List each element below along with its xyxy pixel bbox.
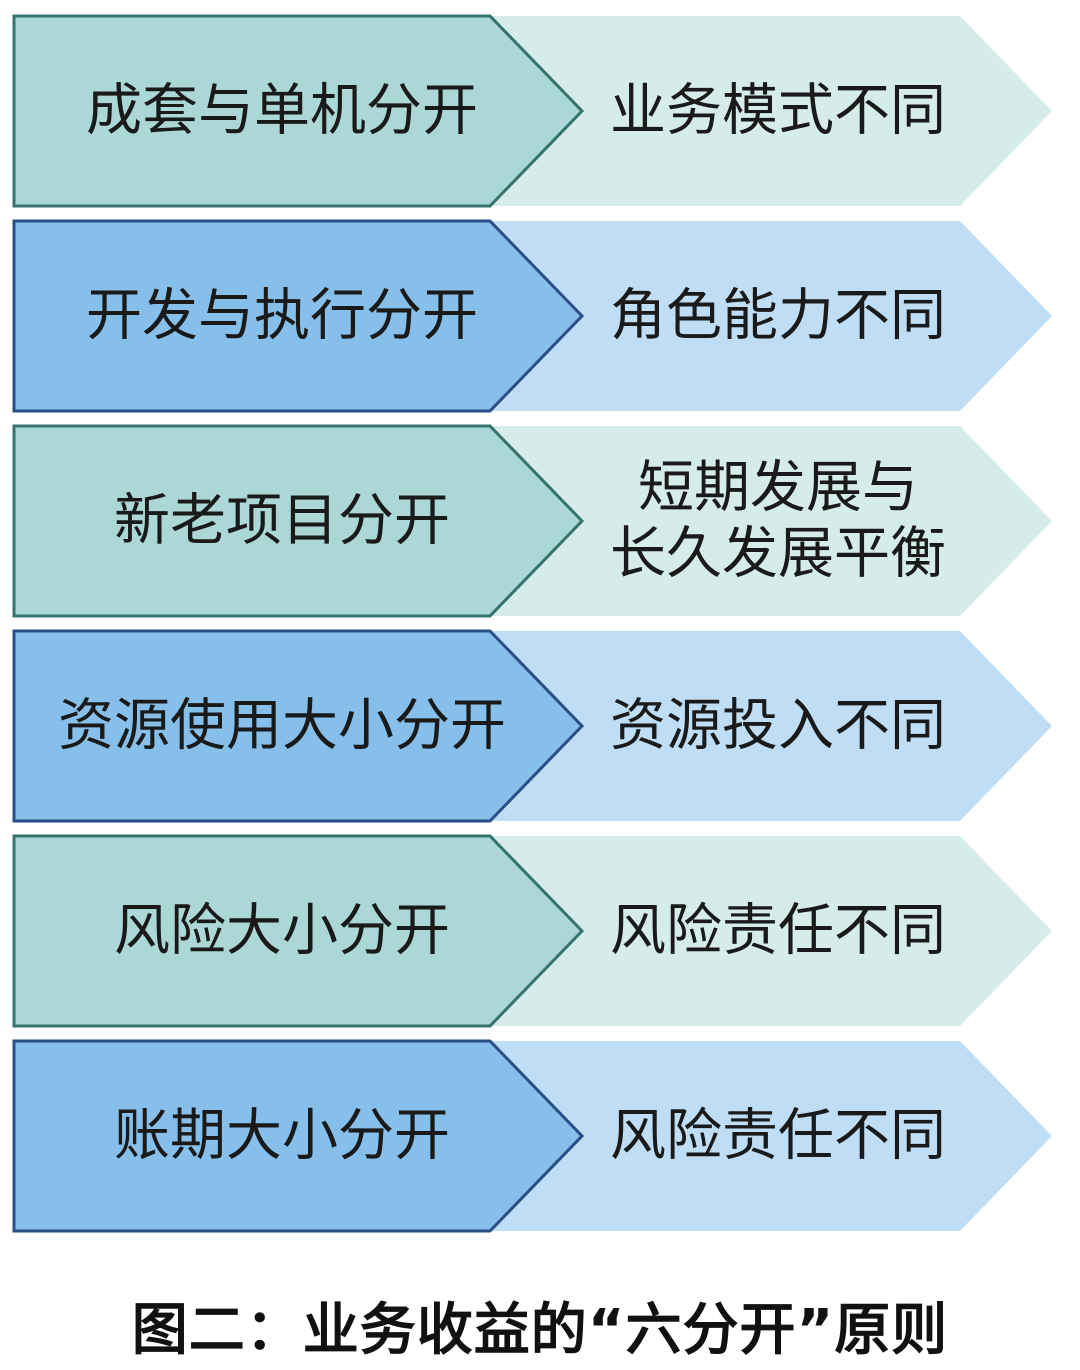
left-chevron	[12, 219, 585, 413]
left-chevron	[12, 14, 585, 208]
right-label: 长久发展平衡	[610, 522, 946, 587]
left-chevron	[12, 834, 585, 1028]
left-label: 成套与单机分开	[86, 79, 478, 144]
left-chevron	[12, 424, 585, 618]
right-label: 短期发展与	[638, 456, 918, 521]
row-5: 风险大小分开 风险责任不同	[12, 834, 1052, 1028]
row-6: 账期大小分开 风险责任不同	[12, 1039, 1052, 1233]
right-label: 角色能力不同	[610, 284, 946, 349]
right-label: 风险责任不同	[610, 899, 946, 964]
figure-caption: 图二：业务收益的“六分开”原则	[131, 1298, 949, 1363]
left-label: 资源使用大小分开	[58, 694, 506, 759]
left-label: 新老项目分开	[114, 489, 450, 554]
left-label: 账期大小分开	[114, 1104, 450, 1169]
row-1: 成套与单机分开 业务模式不同	[12, 14, 1052, 208]
right-chevron	[480, 426, 1052, 616]
right-label: 风险责任不同	[610, 1104, 946, 1169]
right-chevron	[480, 1041, 1052, 1231]
left-label: 风险大小分开	[114, 899, 450, 964]
right-label: 资源投入不同	[610, 694, 946, 759]
right-chevron	[480, 221, 1052, 411]
left-label: 开发与执行分开	[86, 284, 478, 349]
right-chevron	[480, 16, 1052, 206]
left-chevron	[12, 629, 585, 823]
right-chevron	[480, 631, 1052, 821]
row-4: 资源使用大小分开 资源投入不同	[12, 629, 1052, 823]
right-label: 业务模式不同	[610, 79, 946, 144]
left-chevron	[12, 1039, 585, 1233]
right-chevron	[480, 836, 1052, 1026]
row-2: 开发与执行分开 角色能力不同	[12, 219, 1052, 413]
